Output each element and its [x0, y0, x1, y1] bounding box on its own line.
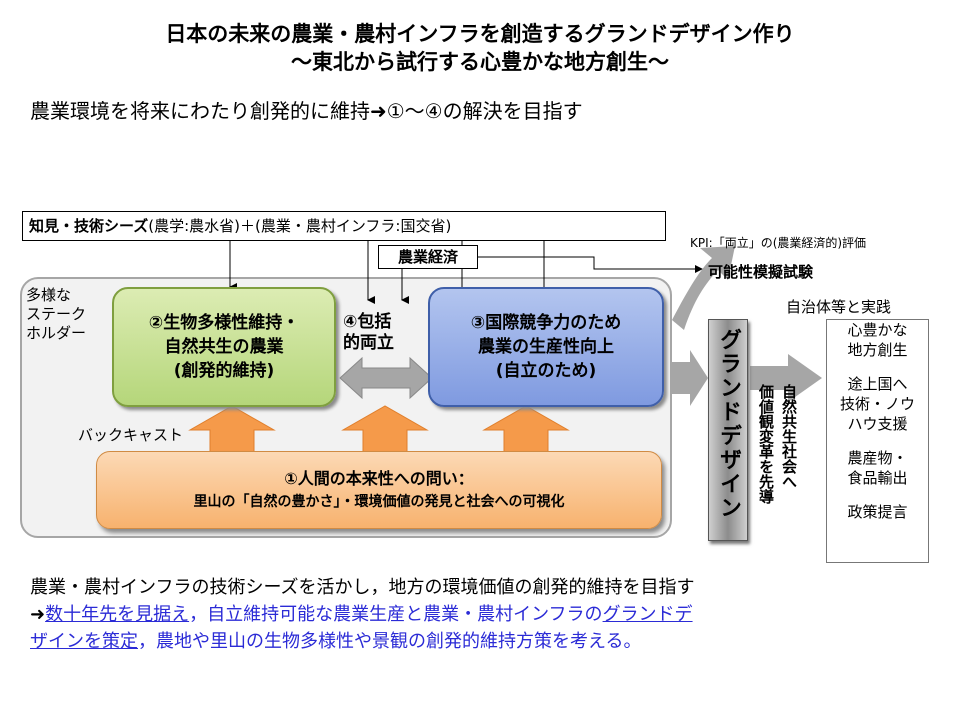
competitiveness-line: ③国際競争力のため: [470, 313, 622, 333]
question-line: ①人間の本来性への問い：: [284, 469, 474, 488]
decades-ahead-link: 数十年先を見据え: [45, 604, 190, 625]
conclusion-mid: ，自立維持可能な農業生産と農業・農村インフラの: [189, 604, 603, 625]
conclusion-text: 農業・農村インフラの技術シーズを活かし，地方の環境価値の創発的維持を目指す ➜数…: [30, 574, 695, 655]
symbiotic-society-note: 自然共生社会へ: [780, 384, 798, 489]
seeds-bold-label: 知見・技術シーズ: [29, 217, 149, 235]
list-item: 心豊かな 地方創生: [827, 320, 928, 360]
comprehensive-balance-label: ④包括 的両立: [343, 312, 425, 354]
list-item: 途上国へ 技術・ノウ ハウ支援: [827, 374, 928, 434]
list-item-line: 心豊かな: [847, 321, 908, 339]
biodiversity-line: 自然共生の農業: [164, 337, 284, 357]
biodiversity-line: ②生物多様性維持・: [148, 313, 300, 333]
outcomes-list: 心豊かな 地方創生 途上国へ 技術・ノウ ハウ支援 農産物・ 食品輸出 政策提言: [826, 319, 929, 563]
panel-to-grand-arrow: [672, 350, 708, 406]
up-arrow-to-box3: [482, 405, 570, 457]
knowledge-seeds-box: 知見・技術シーズ(農学:農水省)＋(農業・農村インフラ:国交省): [22, 211, 666, 241]
arrow-glyph: ➜: [30, 604, 46, 625]
competitiveness-box: ③国際競争力のため 農業の生産性向上 (自立のため): [428, 287, 664, 407]
goal-statement: 農業環境を将来にわたり創発的に維持➜①～④の解決を目指す: [30, 99, 583, 123]
list-item-line: 農産物・: [847, 449, 908, 467]
grand-design-link-cont: ザインを策定: [30, 631, 138, 652]
kpi-text: KPI:「両立」の(農業経済的)評価: [690, 236, 867, 250]
grand-to-list-arrow: [750, 354, 822, 402]
stakeholder-line: ホルダー: [26, 324, 87, 342]
kpi-curve-arrow: [672, 246, 735, 330]
stakeholder-label: 多様な ステーク ホルダー: [26, 286, 86, 343]
backcast-label: バックキャスト: [78, 426, 184, 444]
conclusion-tail: ，農地や里山の生物多様性や景観の創発的維持方策を考える。: [138, 631, 642, 652]
list-item: 政策提言: [827, 502, 928, 522]
competitiveness-line: 農業の生産性向上: [478, 337, 614, 357]
page-subtitle: ～東北から試行する心豊かな地方創生～: [291, 50, 669, 74]
both-double-arrow: [339, 356, 433, 400]
grand-design-box: [708, 319, 748, 541]
competitiveness-line: (自立のため): [495, 361, 597, 381]
biodiversity-line: (創発的維持): [173, 361, 275, 381]
stakeholder-line: ステーク: [26, 305, 87, 323]
question-line: 里山の「自然の豊かさ」・環境価値の発見と社会への可視化: [193, 494, 565, 510]
grand-design-link: グランドデ: [602, 604, 693, 625]
up-arrow-to-box2: [188, 405, 276, 457]
list-item-line: 技術・ノウ: [839, 395, 915, 413]
simulation-label: 可能性模擬試験: [708, 263, 814, 281]
list-item-line: 政策提言: [847, 503, 908, 521]
human-nature-question-box: ①人間の本来性への問い： 里山の「自然の豊かさ」・環境価値の発見と社会への可視化: [96, 451, 662, 529]
list-item-line: ハウ支援: [847, 415, 908, 433]
local-practice-label: 自治体等と実践: [786, 298, 892, 316]
balance-line: ④包括: [343, 312, 392, 332]
balance-line: 的両立: [343, 333, 394, 353]
agri-economics-box: 農業経済: [378, 245, 478, 269]
biodiversity-box: ②生物多様性維持・ 自然共生の農業 (創発的維持): [112, 287, 336, 407]
seeds-detail: (農学:農水省)＋(農業・農村インフラ:国交省): [148, 217, 452, 235]
econ-line-to-kpi: [478, 256, 703, 273]
up-arrow-to-both: [341, 405, 429, 457]
conclusion-line2: ➜数十年先を見据え，自立維持可能な農業生産と農業・農村インフラのグランドデ: [30, 601, 695, 628]
grand-design-label: グランドデザイン: [716, 328, 741, 520]
stakeholder-line: 多様な: [26, 286, 72, 304]
list-item-line: 地方創生: [847, 341, 908, 359]
list-item-line: 途上国へ: [847, 375, 908, 393]
conclusion-line3: ザインを策定，農地や里山の生物多様性や景観の創発的維持方策を考える。: [30, 628, 695, 655]
list-item-line: 食品輸出: [847, 469, 908, 487]
conclusion-line1: 農業・農村インフラの技術シーズを活かし，地方の環境価値の創発的維持を目指す: [30, 577, 695, 598]
page-title: 日本の未来の農業・農村インフラを創造するグランドデザイン作り: [165, 22, 795, 46]
list-item: 農産物・ 食品輸出: [827, 448, 928, 488]
value-change-note: 価値観変革を先導: [757, 384, 775, 504]
